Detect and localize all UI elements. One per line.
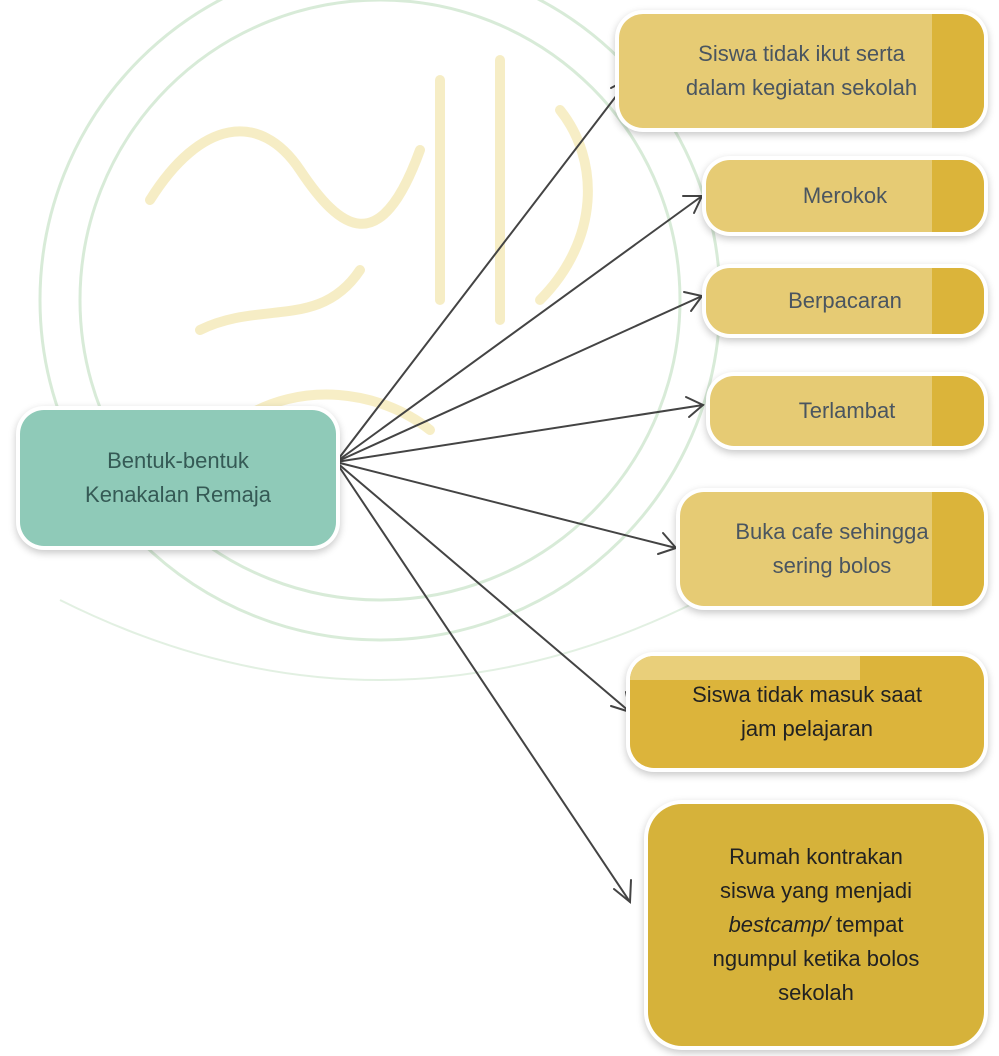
item-1-line1: Siswa tidak ikut serta	[698, 41, 905, 66]
root-node: Bentuk-bentuk Kenakalan Remaja	[20, 410, 336, 546]
item-2-line1: Merokok	[802, 183, 888, 208]
item-node-6-highlight	[630, 656, 860, 680]
item-7-line1: Rumah kontrakan	[729, 844, 903, 869]
arrowhead-item-7	[613, 879, 632, 905]
item-6-line1: Siswa tidak masuk saat	[692, 682, 922, 707]
item-node-1: Siswa tidak ikut serta dalam kegiatan se…	[619, 14, 984, 128]
item-5-line2: sering bolos	[772, 553, 892, 578]
root-label-line2: Kenakalan Remaja	[85, 482, 271, 507]
item-node-6: Siswa tidak masuk saat jam pelajaran	[630, 656, 984, 768]
arrow-to-item-7	[335, 461, 631, 903]
arrowhead-item-2	[682, 195, 704, 214]
item-6-line2: jam pelajaran	[740, 716, 874, 741]
arrow-to-item-1	[335, 77, 631, 463]
arrow-to-item-4	[335, 404, 704, 463]
item-5-line1: Buka cafe sehingga	[735, 519, 929, 544]
item-7-line3-italic: bestcamp/	[728, 912, 831, 937]
item-7-line4: ngumpul ketika bolos	[712, 946, 920, 971]
arrowhead-item-5	[657, 532, 678, 555]
item-7-line3: bestcamp/ tempat	[713, 908, 920, 942]
item-node-7: Rumah kontrakan siswa yang menjadi bestc…	[648, 804, 984, 1046]
arrow-to-item-6	[335, 461, 631, 713]
item-node-2: Merokok	[706, 160, 984, 232]
item-node-5-accent	[932, 492, 984, 606]
item-node-1-accent	[932, 14, 984, 128]
root-label-line1: Bentuk-bentuk	[107, 448, 249, 473]
item-node-3: Berpacaran	[706, 268, 984, 334]
arrowhead-item-3	[683, 291, 704, 312]
arrow-to-item-2	[335, 195, 703, 463]
item-node-4-accent	[932, 376, 984, 446]
item-node-5: Buka cafe sehingga sering bolos	[680, 492, 984, 606]
item-node-2-accent	[932, 160, 984, 232]
item-7-line5: sekolah	[778, 980, 854, 1005]
item-7-line2: siswa yang menjadi	[720, 878, 912, 903]
item-node-3-accent	[932, 268, 984, 334]
item-3-line1: Berpacaran	[788, 288, 902, 313]
item-node-4: Terlambat	[710, 376, 984, 446]
arrow-to-item-5	[335, 461, 677, 549]
item-4-line1: Terlambat	[798, 398, 896, 423]
item-7-line3-rest: tempat	[830, 912, 904, 937]
item-1-line2: dalam kegiatan sekolah	[685, 75, 918, 100]
arrowhead-item-4	[685, 396, 705, 418]
arrow-to-item-3	[335, 295, 703, 463]
